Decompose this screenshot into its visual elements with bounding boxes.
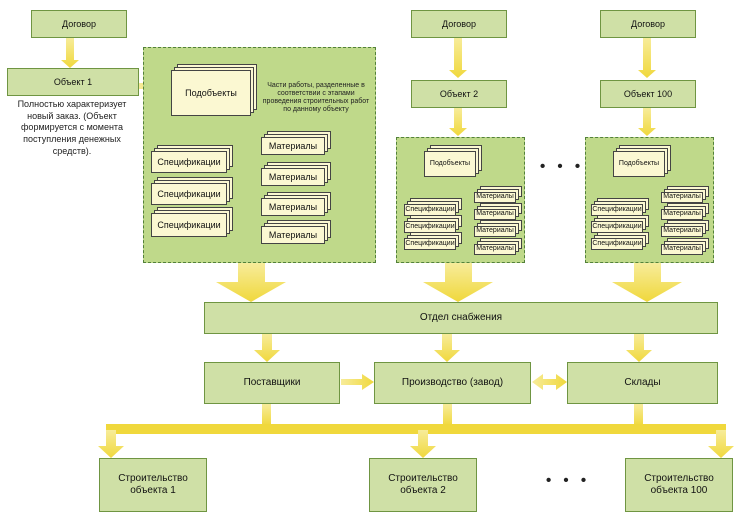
ellipsis-top: • • • [540,158,585,175]
arrow-bus-to-build100 [708,430,734,458]
arrow-supply-to-production [434,334,460,362]
arrow-supply-to-suppliers [254,334,280,362]
contract-box-1: Договор [31,10,127,38]
arrow-cluster100-to-supply [612,263,682,302]
contract-box-100: Договор [600,10,696,38]
material-card-2-4: Материалы [474,244,516,255]
construction-object-100-box: Строительство объекта 100 [625,458,733,512]
warehouses-box: Склады [567,362,718,404]
arrow-object2-to-cluster [449,108,467,136]
arrow-production-warehouses [532,374,567,390]
arrow-supply-to-warehouses [626,334,652,362]
spec-card-3: Спецификации [151,213,227,237]
contract-box-2: Договор [411,10,507,38]
ellipsis-bottom: • • • [546,472,591,489]
arrow-contract-to-object1 [61,38,79,68]
material-card-100-4: Материалы [661,244,703,255]
arrow-contract-to-object100 [638,38,656,78]
construction-object-2-box: Строительство объекта 2 [369,458,477,512]
spec-card-100-1: Спецификации [591,204,643,216]
material-card-100-3: Материалы [661,226,703,237]
drop-suppliers [262,404,271,426]
suppliers-box: Поставщики [204,362,340,404]
arrow-cluster2-to-supply [423,263,493,302]
spec-card-100-3: Спецификации [591,238,643,250]
material-card-2-2: Материалы [474,209,516,220]
subobjects-note: Части работы, разделенные в соответствии… [262,82,370,114]
material-card-2: Материалы [261,168,325,186]
arrow-contract-to-object2 [449,38,467,78]
drop-warehouses [634,404,643,426]
subobjects-card-100: Подобъекты [613,151,665,177]
arrow-object100-to-cluster [638,108,656,136]
subobjects-card-2: Подобъекты [424,151,476,177]
material-card-2-1: Материалы [474,192,516,203]
arrow-bus-to-build1 [98,430,124,458]
object-1-description: Полностью характеризует новый заказ. (Об… [17,99,127,156]
arrow-cluster1-to-supply [216,263,286,302]
distribution-bus [106,424,726,434]
material-card-100-2: Материалы [661,209,703,220]
construction-object-1-box: Строительство объекта 1 [99,458,207,512]
material-card-1: Материалы [261,137,325,155]
spec-card-2-3: Спецификации [404,238,456,250]
supply-department-box: Отдел снабжения [204,302,718,334]
production-box: Производство (завод) [374,362,531,404]
spec-card-1: Спецификации [151,151,227,173]
material-card-4: Материалы [261,226,325,244]
arrow-bus-to-build2 [410,430,436,458]
material-card-100-1: Материалы [661,192,703,203]
spec-card-2: Спецификации [151,183,227,205]
object-1-box: Объект 1 [7,68,139,96]
arrow-suppliers-to-production [341,374,374,390]
drop-production [443,404,452,426]
spec-card-2-1: Спецификации [404,204,456,216]
spec-card-2-2: Спецификации [404,221,456,233]
material-card-3: Материалы [261,198,325,216]
object-100-box: Объект 100 [600,80,696,108]
object-2-box: Объект 2 [411,80,507,108]
subobjects-card: Подобъекты [171,70,251,116]
material-card-2-3: Материалы [474,226,516,237]
spec-card-100-2: Спецификации [591,221,643,233]
